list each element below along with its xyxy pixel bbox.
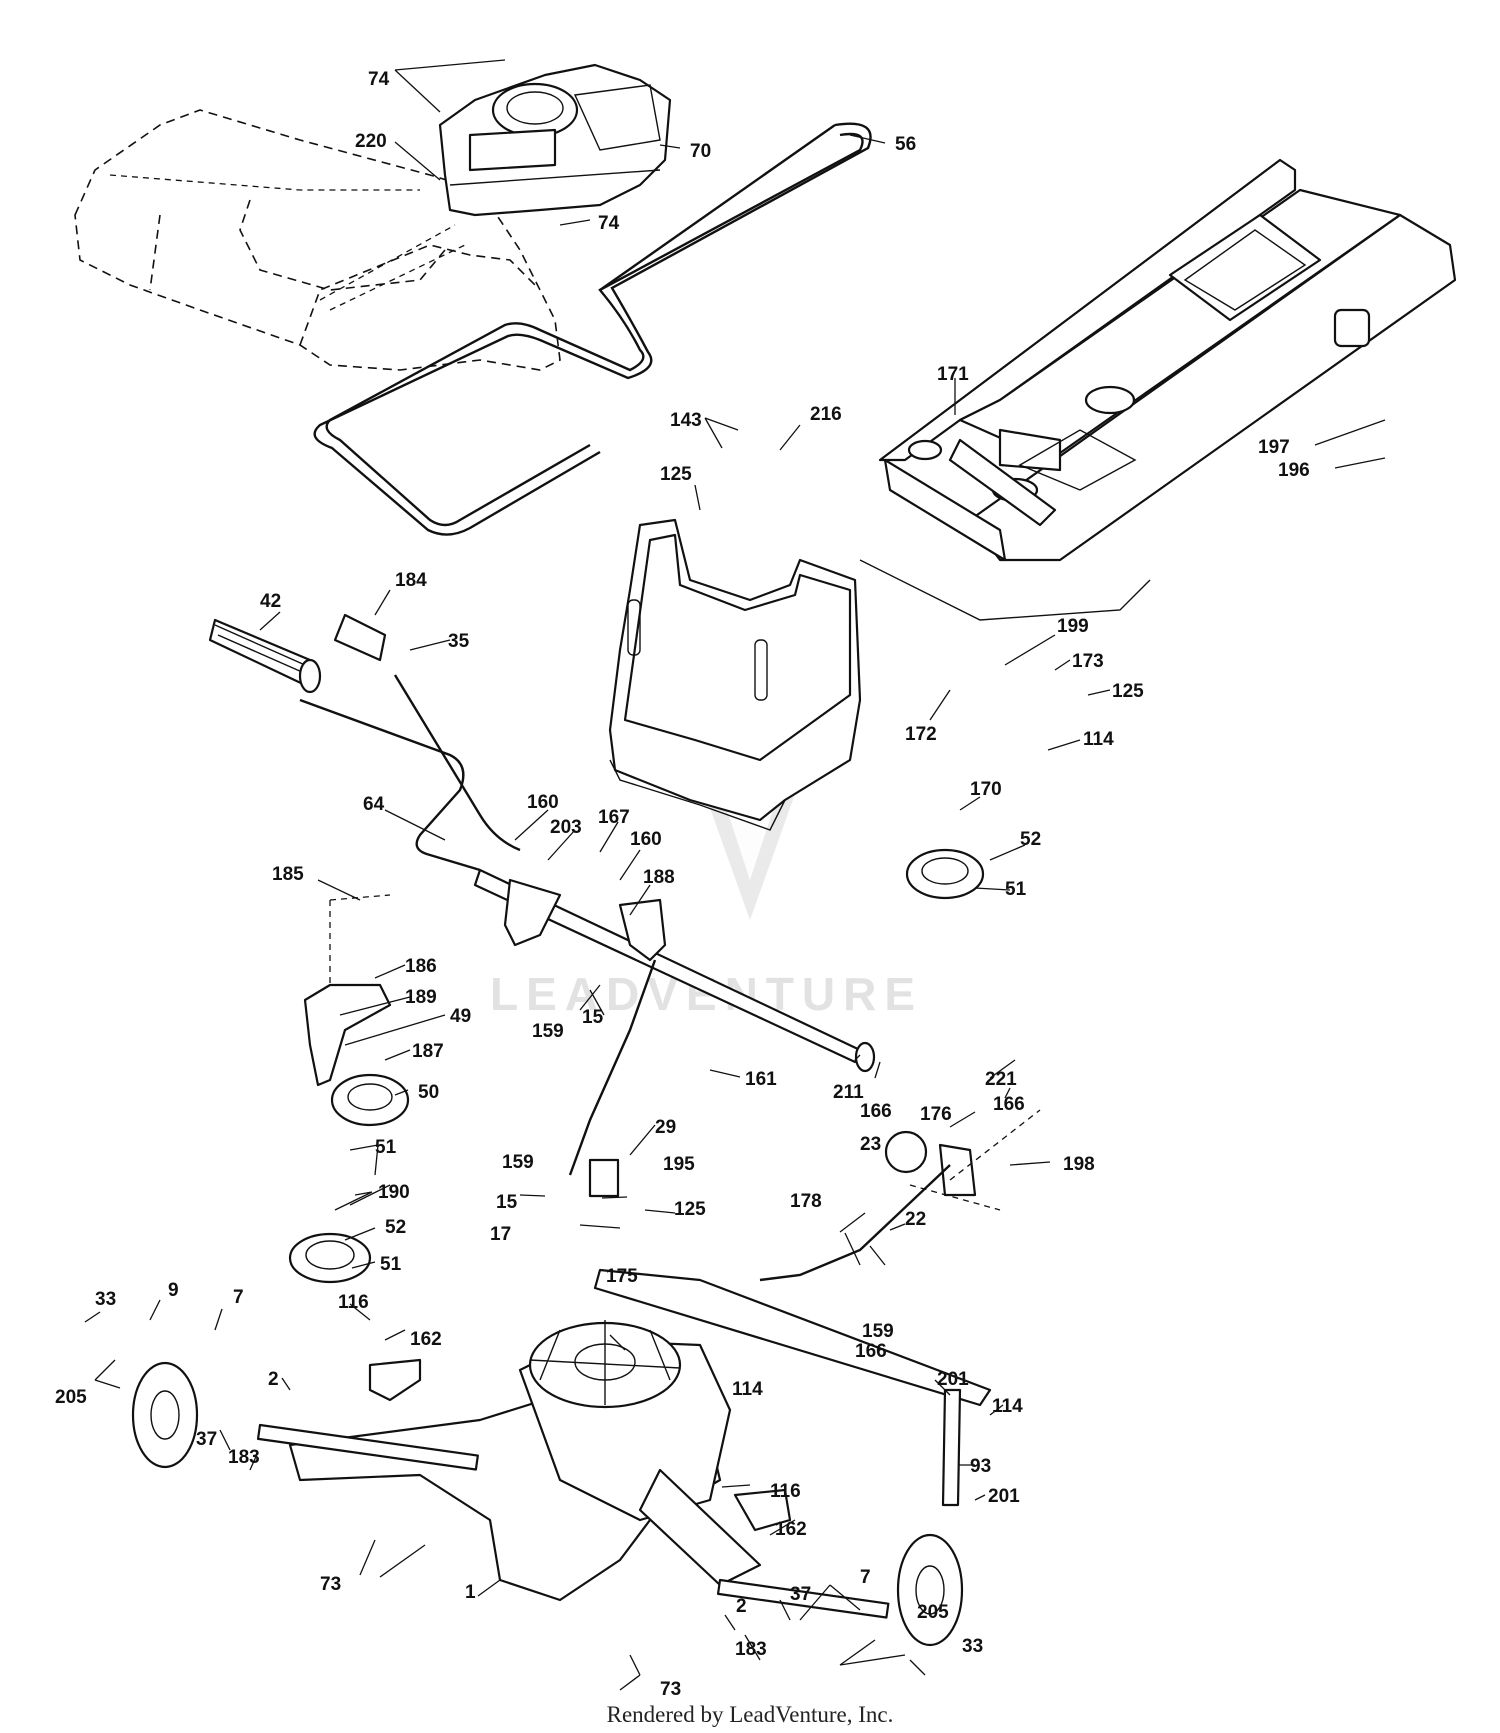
part-label: 125: [674, 1199, 706, 1220]
part-label: 166: [860, 1101, 892, 1122]
part-label: 216: [810, 404, 842, 425]
part-label: 29: [655, 1117, 676, 1138]
part-label: 51: [1005, 879, 1027, 900]
part-label: 56: [895, 134, 916, 155]
part-label: 203: [550, 817, 582, 838]
part-label: 73: [320, 1574, 341, 1595]
part-label: 173: [1072, 651, 1104, 672]
part-label: 160: [527, 792, 559, 813]
part-label: 197: [1258, 437, 1290, 458]
part-label: 188: [643, 867, 675, 888]
part-label: 116: [770, 1481, 801, 1502]
footer-credit: Rendered by LeadVenture, Inc.: [607, 1702, 894, 1727]
part-label: 52: [1020, 829, 1041, 850]
part-label: 70: [690, 141, 711, 162]
part-label: 162: [410, 1329, 442, 1350]
part-label: 201: [988, 1486, 1020, 1507]
part-label: 114: [992, 1396, 1023, 1417]
part-label: 50: [418, 1082, 439, 1103]
idler-pulleys-left: [288, 848, 985, 1284]
part-label: 162: [775, 1519, 807, 1540]
part-label: 114: [1083, 729, 1114, 750]
part-label: 205: [55, 1387, 87, 1408]
part-label: 178: [790, 1191, 822, 1212]
part-label: 51: [375, 1137, 397, 1158]
part-label: 15: [582, 1007, 604, 1028]
part-label: 196: [1278, 460, 1310, 481]
part-label: 15: [496, 1192, 518, 1213]
part-label: 221: [985, 1069, 1017, 1090]
part-label: 175: [606, 1266, 638, 1287]
part-label: 201: [937, 1369, 969, 1390]
part-label: 205: [917, 1602, 949, 1623]
part-label: 183: [735, 1639, 767, 1660]
part-label: 74: [598, 213, 620, 234]
part-label: 37: [790, 1584, 811, 1605]
part-label: 187: [412, 1041, 444, 1062]
part-label: 9: [168, 1280, 179, 1301]
part-label: 2: [268, 1369, 279, 1390]
part-label: 1: [465, 1582, 476, 1603]
part-label: 172: [905, 724, 937, 745]
part-label: 73: [660, 1679, 681, 1700]
part-label: 49: [450, 1006, 471, 1027]
part-label: 184: [395, 570, 427, 591]
part-label: 52: [385, 1217, 406, 1238]
part-label: 114: [732, 1379, 763, 1400]
part-label: 176: [920, 1104, 952, 1125]
part-label: 185: [272, 864, 304, 885]
rear-frame-plate: [608, 518, 862, 831]
part-label: 220: [355, 131, 387, 152]
part-label: 160: [630, 829, 662, 850]
dash-cover: [438, 63, 672, 217]
part-label: 7: [233, 1287, 244, 1308]
part-label: 116: [338, 1292, 369, 1313]
part-label: 64: [363, 794, 385, 815]
part-labels: 74 220 70 56 74 171 143 216 197 196 125 …: [55, 69, 1310, 1700]
part-label: 125: [1112, 681, 1144, 702]
part-label: 211: [833, 1082, 864, 1103]
part-label: 161: [745, 1069, 777, 1090]
transaxle: [131, 1268, 992, 1647]
part-label: 22: [905, 1209, 926, 1230]
part-label: 93: [970, 1456, 991, 1477]
part-label: 17: [490, 1224, 511, 1245]
part-label: 159: [532, 1021, 564, 1042]
chassis-frame: [859, 158, 1457, 621]
part-label: 166: [993, 1094, 1025, 1115]
part-label: 7: [860, 1567, 871, 1588]
part-label: 186: [405, 956, 437, 977]
part-label: 159: [862, 1321, 894, 1342]
fender-outline: [74, 109, 561, 371]
part-label: 2: [736, 1596, 747, 1617]
misc-parts: [368, 1109, 1041, 1532]
part-label: 159: [502, 1152, 534, 1173]
drive-belt: [313, 122, 872, 536]
part-label: 33: [962, 1636, 983, 1657]
part-label: 190: [378, 1182, 410, 1203]
part-label: 35: [448, 631, 470, 652]
part-label: 125: [660, 464, 692, 485]
part-label: 171: [937, 364, 969, 385]
part-label: 166: [855, 1341, 887, 1362]
part-label: 170: [970, 779, 1002, 800]
pedal-assembly: [208, 613, 876, 1198]
part-label: 183: [228, 1447, 260, 1468]
part-label: 189: [405, 987, 437, 1008]
part-label: 42: [260, 591, 281, 612]
part-label: 23: [860, 1134, 881, 1155]
part-label: 51: [380, 1254, 402, 1275]
part-label: 195: [663, 1154, 695, 1175]
leader-lines: [84, 59, 1386, 1691]
part-label: 198: [1063, 1154, 1095, 1175]
part-label: 37: [196, 1429, 217, 1450]
part-label: 33: [95, 1289, 116, 1310]
part-label: 167: [598, 807, 630, 828]
part-label: 143: [670, 410, 702, 431]
part-label: 199: [1057, 616, 1089, 637]
part-label: 74: [368, 69, 390, 90]
